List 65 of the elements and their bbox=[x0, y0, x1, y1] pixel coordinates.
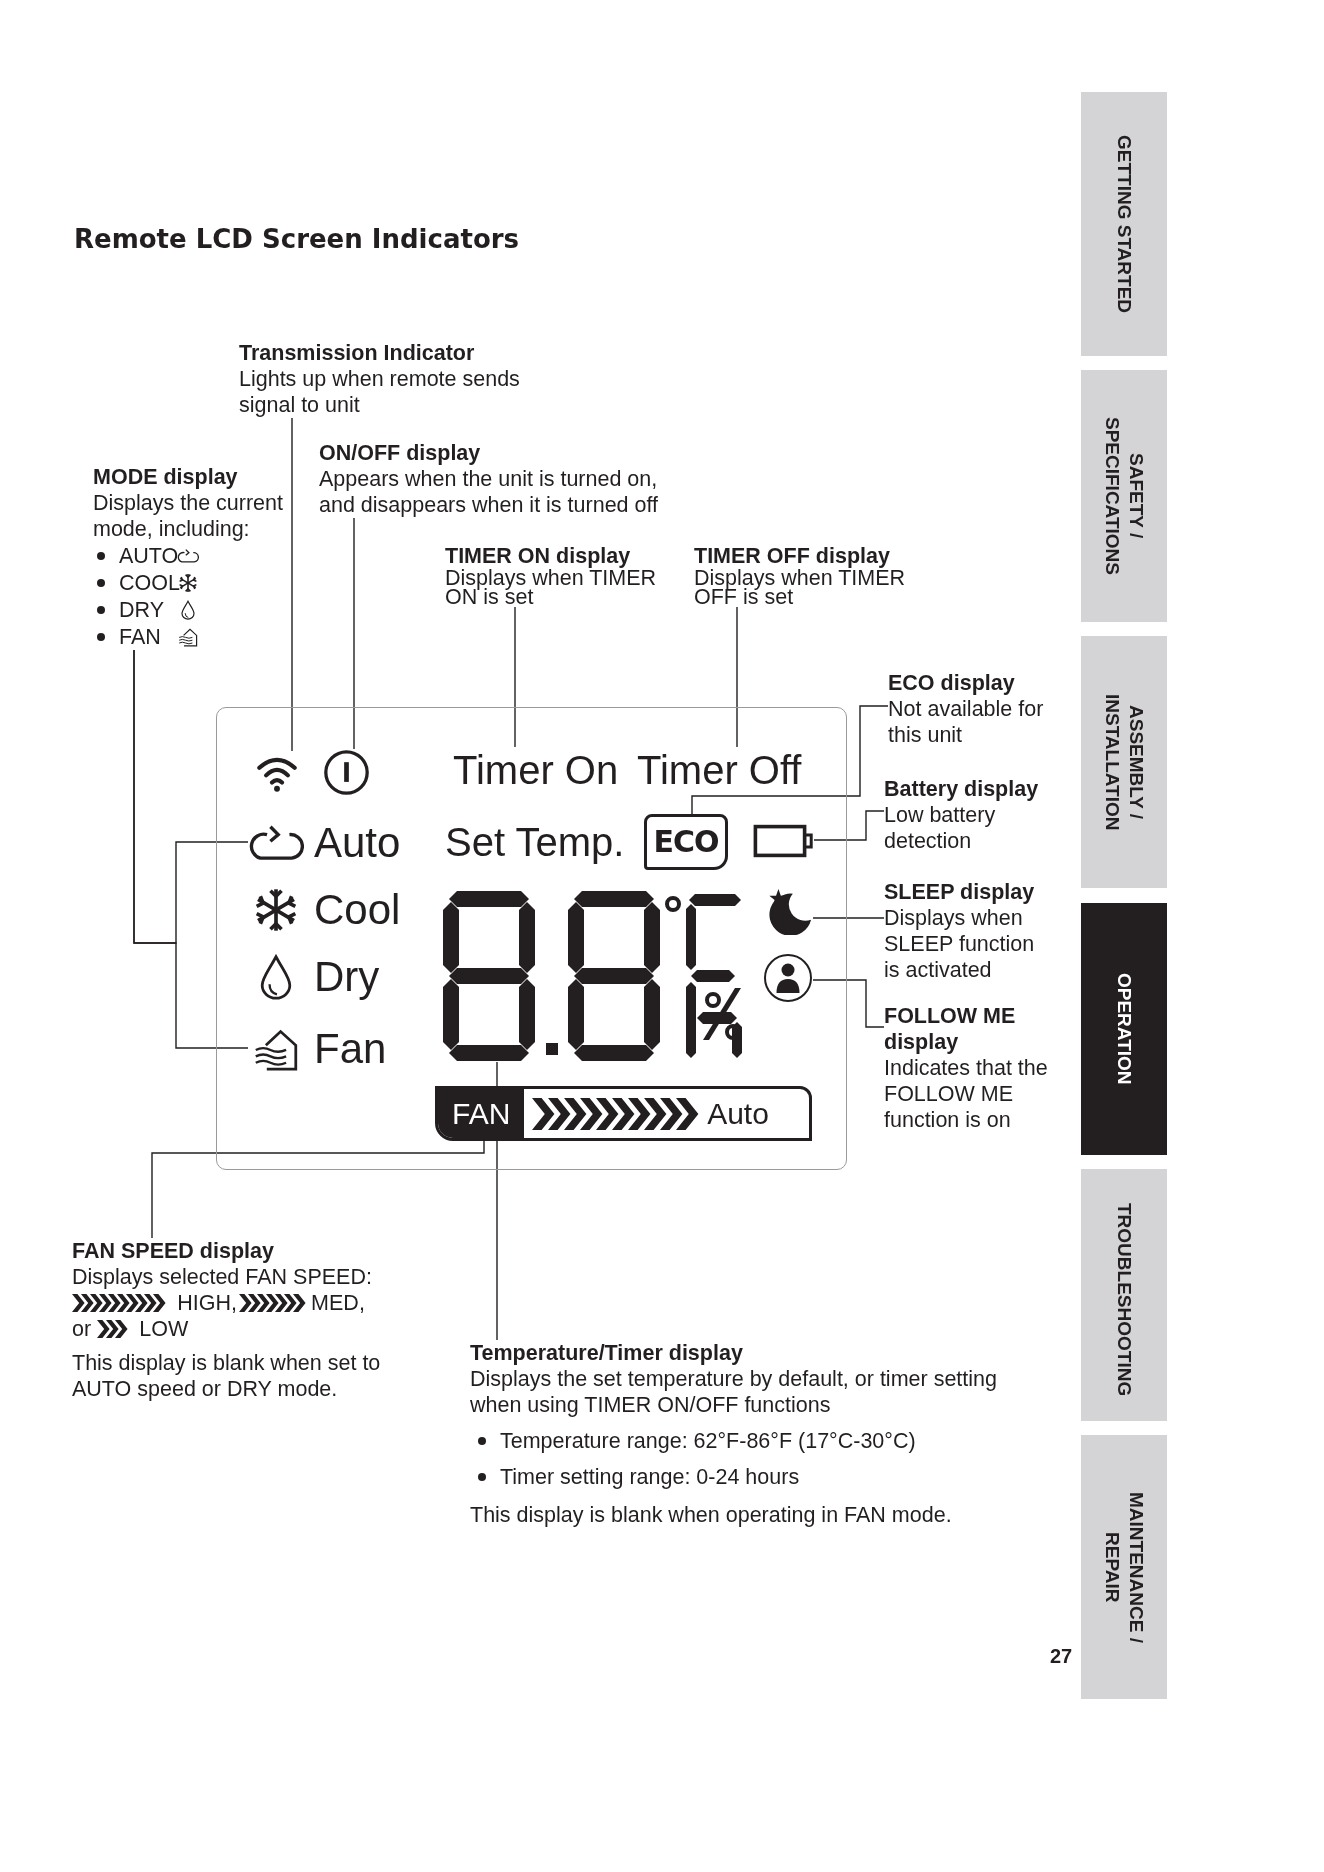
callout-text: Displays when TIMER OFF is set bbox=[694, 569, 907, 607]
callout-text: Not available for this unit bbox=[888, 696, 1045, 748]
leader-line bbox=[291, 417, 293, 752]
speed-text: HIGH, bbox=[177, 1290, 237, 1316]
callout-text: Lights up when remote sends signal to unit bbox=[239, 366, 521, 418]
callout-heading: MODE display bbox=[93, 464, 239, 490]
callout-text: Indicates that the FOLLOW ME function is on bbox=[884, 1055, 1049, 1133]
leader-line bbox=[813, 810, 885, 841]
fan-auto-label: Auto bbox=[707, 1096, 769, 1131]
bullet-text: Timer setting range: 0-24 hours bbox=[500, 1464, 800, 1490]
callout-heading: FOLLOW ME display bbox=[884, 1003, 1017, 1055]
fan-speed-bar bbox=[435, 1086, 812, 1141]
power-icon bbox=[323, 749, 370, 796]
mode-label: Cool bbox=[314, 887, 401, 933]
callout-text: Appears when the unit is turned on, and disappears when it is turned off bbox=[319, 466, 660, 518]
section-tab: ASSEMBLY / INSTALLATION bbox=[1081, 636, 1167, 888]
speed-text: MED, bbox=[311, 1290, 365, 1316]
leader-line bbox=[736, 606, 738, 748]
section-tab: MAINTENANCE / REPAIR bbox=[1081, 1435, 1167, 1699]
callout-text: Displays the current mode, including: bbox=[93, 490, 284, 542]
section-tab: TROUBLESHOOTING bbox=[1081, 1169, 1167, 1421]
person-icon bbox=[763, 953, 813, 1003]
lcd-screen bbox=[216, 707, 847, 1170]
callout-heading: ON/OFF display bbox=[319, 440, 482, 466]
leader-line bbox=[812, 917, 885, 919]
speed-text: or bbox=[72, 1316, 92, 1342]
callout-heading: TIMER ON display bbox=[445, 543, 632, 569]
section-tab: SAFETY / SPECIFICATIONS bbox=[1081, 370, 1167, 622]
battery-icon bbox=[752, 823, 814, 859]
mode-label: Auto bbox=[314, 820, 401, 866]
callout-text: This display is blank when set to AUTO speed or DRY mode. bbox=[72, 1350, 382, 1402]
mode-label: Dry bbox=[314, 954, 380, 1000]
leader-line bbox=[691, 705, 889, 815]
callout-heading: SLEEP display bbox=[884, 879, 1036, 905]
leader-line bbox=[133, 649, 249, 1049]
speed-text: LOW bbox=[139, 1316, 189, 1342]
fan-label: FAN bbox=[438, 1089, 525, 1138]
callout-heading: Transmission Indicator bbox=[239, 340, 476, 366]
lcd-label: Timer On bbox=[453, 747, 625, 793]
mode-label: Fan bbox=[314, 1026, 387, 1072]
leader-line bbox=[151, 1140, 485, 1239]
callout-text: Displays the set temperature by default, or timer setting when using TIMER ON/OFF functions bbox=[470, 1366, 998, 1418]
callout-heading: ECO display bbox=[888, 670, 1016, 696]
callout-text: Displays selected FAN SPEED: bbox=[72, 1264, 373, 1290]
list-item-text: AUTO bbox=[119, 542, 177, 569]
lcd-label: Set Temp. bbox=[445, 819, 635, 869]
callout-text: Displays when SLEEP function is activated bbox=[884, 905, 1036, 983]
leader-line bbox=[812, 979, 885, 1028]
section-tab: OPERATION bbox=[1081, 903, 1167, 1155]
callout-heading: TIMER OFF display bbox=[694, 543, 891, 569]
leader-line bbox=[353, 517, 355, 750]
leader-line bbox=[514, 606, 516, 748]
lcd-label: Timer Off bbox=[637, 747, 813, 793]
page-number: 27 bbox=[1050, 1645, 1073, 1668]
section-tab: GETTING STARTED bbox=[1081, 92, 1167, 356]
list-item-text: DRY bbox=[119, 596, 165, 623]
eco-indicator: ECO bbox=[644, 814, 728, 870]
bullet-text: Temperature range: 62°F-86°F (17°C-30°C) bbox=[500, 1428, 916, 1454]
callout-text: This display is blank when operating in FAN mode. bbox=[470, 1502, 953, 1528]
callout-heading: FAN SPEED display bbox=[72, 1238, 275, 1264]
callout-text: Low battery detection bbox=[884, 802, 997, 854]
page-title: Remote LCD Screen Indicators bbox=[74, 224, 520, 254]
callout-text: Displays when TIMER ON is set bbox=[445, 569, 658, 607]
callout-heading: Temperature/Timer display bbox=[470, 1340, 744, 1366]
list-item-text: FAN bbox=[119, 623, 162, 650]
